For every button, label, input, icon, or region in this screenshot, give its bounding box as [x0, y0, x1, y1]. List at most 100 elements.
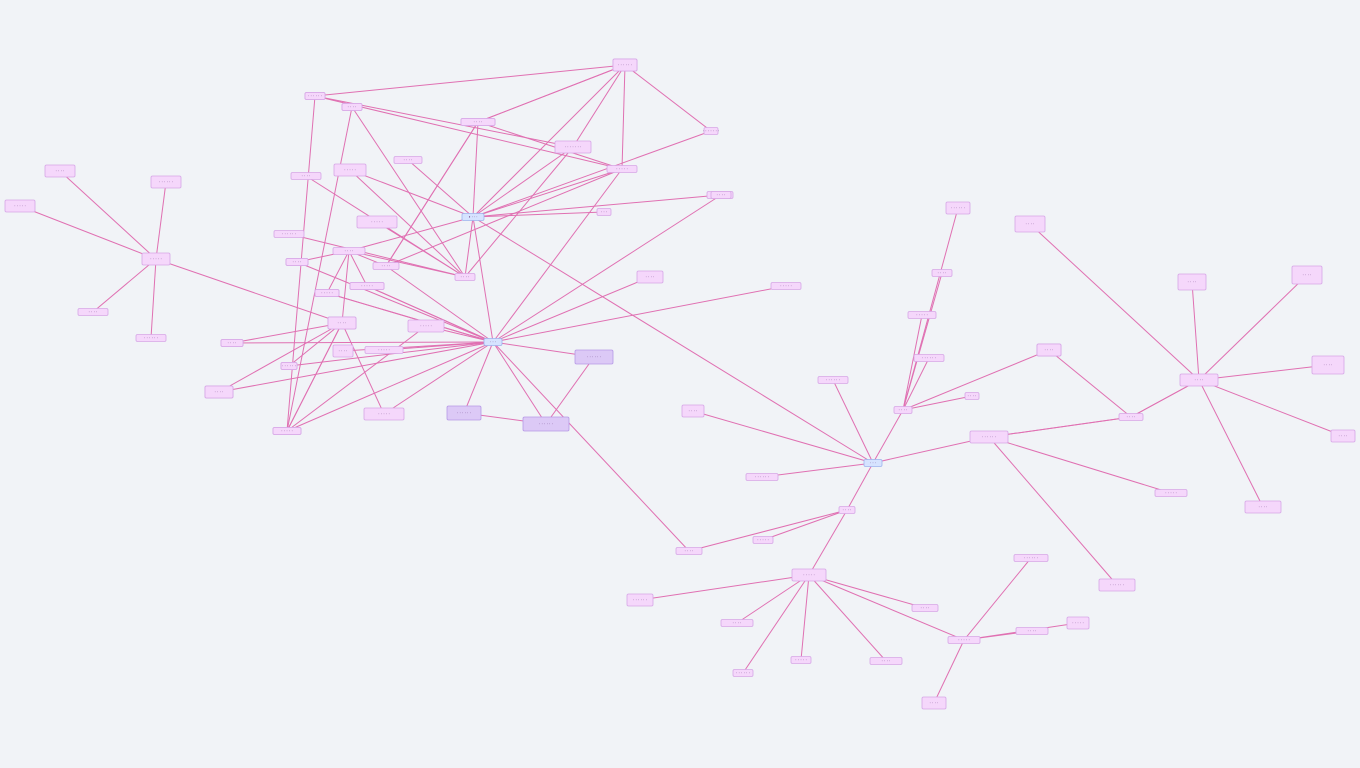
- topic-node-n33[interactable]: · · · · ·: [363, 407, 405, 421]
- edge-n60-n67: [902, 395, 973, 411]
- topic-node-n7[interactable]: · · · · · · ·: [703, 127, 720, 135]
- topic-node-x7[interactable]: · · · ·: [1244, 500, 1282, 514]
- topic-node-n24[interactable]: · · · ·: [372, 262, 400, 270]
- topic-node-n19[interactable]: · · · · · ·: [273, 230, 305, 238]
- edge-n41-n2: [366, 285, 494, 343]
- topic-node-n71[interactable]: · · · · ·: [791, 568, 827, 582]
- topic-node-n82[interactable]: · · · · ·: [1066, 616, 1090, 630]
- topic-node-n21[interactable]: · · · ·: [636, 270, 664, 284]
- topic-node-n46[interactable]: · · · · ·: [141, 252, 171, 266]
- topic-label: · · · · · ·: [1110, 582, 1124, 587]
- topic-node-n69[interactable]: · · · · ·: [752, 536, 774, 544]
- topic-node-n12[interactable]: · · · · ·: [333, 163, 367, 177]
- topic-node-n28[interactable]: · · · ·: [332, 344, 354, 358]
- topic-node-n83[interactable]: · · · · · ·: [1098, 578, 1136, 592]
- topic-node-n36[interactable]: · · · ·: [460, 118, 496, 126]
- topic-node-n67[interactable]: · · · ·: [964, 392, 980, 400]
- topic-node-n74[interactable]: · · · · · ·: [732, 669, 754, 677]
- topic-node-n59[interactable]: · · · · · ·: [817, 376, 849, 384]
- topic-node-n43[interactable]: · · · · · ·: [446, 405, 482, 421]
- edge-n1-n6: [472, 121, 479, 218]
- topic-node-n60[interactable]: · · · ·: [893, 406, 913, 414]
- topic-node-n5[interactable]: · · · · · · ·: [554, 140, 592, 154]
- topic-node-x3[interactable]: · · · ·: [1177, 273, 1207, 291]
- topic-node-n50[interactable]: · · · · · ·: [135, 334, 167, 342]
- topic-node-n53[interactable]: · · · ·: [220, 339, 244, 347]
- topic-node-n20[interactable]: · · · · ·: [770, 282, 802, 290]
- topic-label: · · · ·: [382, 263, 391, 268]
- topic-node-n13[interactable]: · · · ·: [454, 273, 476, 281]
- topic-node-n41[interactable]: · · · · ·: [349, 282, 385, 290]
- topic-node-n62[interactable]: · · · · · ·: [969, 430, 1009, 444]
- topic-node-x8[interactable]: · · · ·: [1036, 343, 1062, 357]
- topic-node-x6[interactable]: · · · ·: [1330, 429, 1356, 443]
- edge-n44-n2: [492, 341, 547, 425]
- topic-label: · · · · ·: [958, 637, 969, 642]
- topic-node-n14[interactable]: · · · ·: [332, 247, 366, 255]
- topic-node-n8[interactable]: · · · ·: [393, 156, 423, 164]
- topic-node-n78[interactable]: · · · · ·: [947, 636, 981, 644]
- topic-box: [907, 311, 937, 319]
- topic-box: [1244, 500, 1282, 514]
- topic-node-n39[interactable]: · · · ·: [285, 258, 309, 266]
- topic-node-n84[interactable]: · · · ·: [1118, 413, 1144, 421]
- topic-node-n18[interactable]: · · · · ·: [356, 215, 398, 229]
- topic-label: · · · ·: [1188, 279, 1197, 284]
- topic-node-n40[interactable]: · · · · ·: [314, 289, 340, 297]
- topic-node-x2[interactable]: · · · ·: [1014, 215, 1046, 233]
- topic-node-n65[interactable]: · · · · ·: [907, 311, 937, 319]
- topic-node-n85[interactable]: · · · · ·: [1154, 489, 1188, 497]
- topic-node-n29[interactable]: · · · · ·: [364, 346, 404, 354]
- topic-node-n77[interactable]: · · · ·: [869, 657, 903, 665]
- edge-n1-n11: [472, 168, 623, 218]
- topic-node-x5[interactable]: · · · ·: [1311, 355, 1345, 375]
- topic-node-n11[interactable]: · · · · ·: [606, 165, 638, 173]
- edge-n52-n54: [218, 322, 343, 393]
- topic-node-n38[interactable]: · · · ·: [341, 103, 363, 111]
- topic-node-x1[interactable]: · · · ·: [1179, 373, 1219, 387]
- topic-node-n17[interactable]: · · · ·: [290, 172, 322, 180]
- topic-node-n72[interactable]: · · · · · ·: [626, 593, 654, 607]
- topic-node-n23[interactable]: · · · · ·: [407, 319, 445, 333]
- topic-node-n52[interactable]: · · · ·: [327, 316, 357, 330]
- topic-node-n76[interactable]: · · · ·: [911, 604, 939, 612]
- topic-node-n48[interactable]: · · · · ·: [4, 199, 36, 213]
- edge-n1-n12: [349, 169, 474, 218]
- topic-node-n66[interactable]: · · · · · ·: [913, 354, 945, 362]
- topic-node-n79[interactable]: · · · ·: [921, 696, 947, 710]
- topic-box: [554, 140, 592, 154]
- topic-node-n75[interactable]: · · · · ·: [790, 656, 812, 664]
- topic-node-n44[interactable]: · · · · · ·: [522, 416, 570, 432]
- edge-n1-n10: [472, 194, 721, 218]
- topic-node-n2[interactable]: · · ·: [483, 338, 503, 346]
- topic-node-n80[interactable]: · · · · · ·: [1013, 554, 1049, 562]
- topic-node-n57[interactable]: · · · ·: [681, 404, 705, 418]
- topic-node-n47[interactable]: · · · ·: [44, 164, 76, 178]
- topic-node-n54[interactable]: · · · ·: [204, 385, 234, 399]
- topic-node-n9[interactable]: · · ·: [596, 208, 612, 216]
- topic-node-n51[interactable]: · · · · · ·: [150, 175, 182, 189]
- topic-node-n35[interactable]: · · · · · ·: [612, 58, 638, 72]
- topic-node-n3[interactable]: · · ·: [863, 459, 883, 467]
- topic-node-n63[interactable]: · · · · · ·: [945, 201, 971, 215]
- topic-node-n45[interactable]: · · · · · ·: [574, 349, 614, 365]
- topic-node-x4[interactable]: · · · ·: [1291, 265, 1323, 285]
- topic-node-n61[interactable]: · · · ·: [838, 506, 856, 514]
- topic-node-n81[interactable]: · · · ·: [1015, 627, 1049, 635]
- topic-box: [333, 163, 367, 177]
- topic-label: · · · · · ·: [308, 93, 322, 98]
- topic-node-n58[interactable]: · · · · · ·: [745, 473, 779, 481]
- topic-node-n70[interactable]: · · · ·: [675, 547, 703, 555]
- topic-box: [341, 103, 363, 111]
- topic-node-n73[interactable]: · · · ·: [720, 619, 754, 627]
- topic-node-n1[interactable]: • · · ·: [461, 213, 485, 221]
- topic-node-n49[interactable]: · · · ·: [77, 308, 109, 316]
- topic-node-n64[interactable]: · · · ·: [931, 269, 953, 277]
- edge-n36-n35: [477, 64, 626, 123]
- topic-node-n56[interactable]: · · · · ·: [272, 427, 302, 435]
- topic-label: · · · · · ·: [736, 670, 750, 675]
- topic-node-n55[interactable]: · · · · · ·: [280, 362, 298, 370]
- topic-node-n22[interactable]: · · · ·: [710, 191, 732, 199]
- topic-node-n37[interactable]: · · · · · ·: [304, 92, 326, 100]
- topic-box: [1014, 215, 1046, 233]
